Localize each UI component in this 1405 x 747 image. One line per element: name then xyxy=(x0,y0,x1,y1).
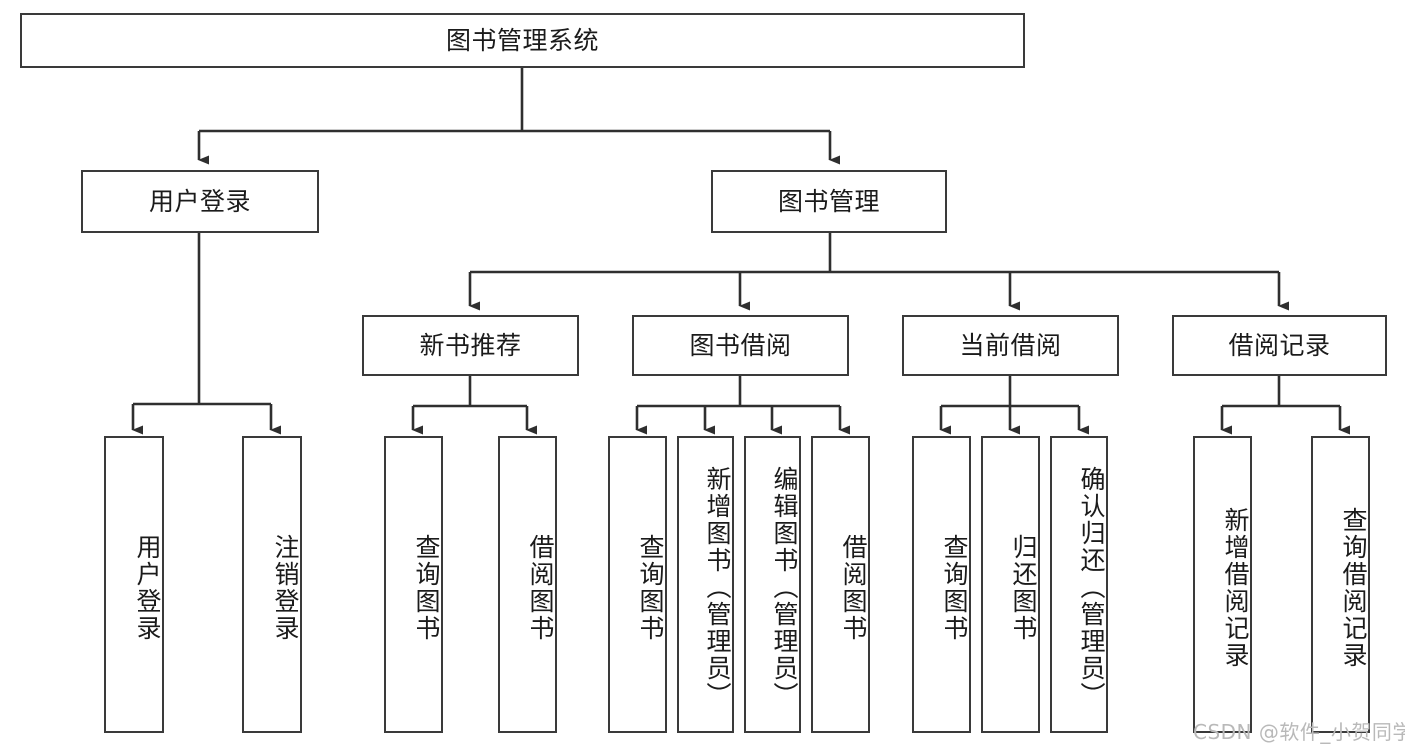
node-label: 查询图书 xyxy=(412,533,441,642)
leaf-current-borrow-query[interactable]: 查询图书 xyxy=(912,436,971,733)
leaf-user-login-login[interactable]: 用户登录 xyxy=(104,436,164,733)
node-label: 图书管理系统 xyxy=(445,25,599,55)
leaf-book-borrow-add[interactable]: 新增图书（管理员） xyxy=(677,436,734,733)
node-current-borrow[interactable]: 当前借阅 xyxy=(902,315,1119,376)
node-label: 图书借阅 xyxy=(689,330,792,360)
node-book-borrow[interactable]: 图书借阅 xyxy=(632,315,849,376)
node-label: 查询图书 xyxy=(940,533,969,642)
node-borrow-record[interactable]: 借阅记录 xyxy=(1172,315,1387,376)
node-label: 新书推荐 xyxy=(419,330,522,360)
node-label: 用户登录 xyxy=(148,186,251,216)
node-label: 新增图书（管理员） xyxy=(703,466,732,709)
node-user-login[interactable]: 用户登录 xyxy=(81,170,319,233)
node-root-book-management-system[interactable]: 图书管理系统 xyxy=(20,13,1025,68)
node-label: 图书管理 xyxy=(777,186,880,216)
leaf-borrow-record-add[interactable]: 新增借阅记录 xyxy=(1193,436,1252,733)
node-label: 确认归还（管理员） xyxy=(1077,466,1106,709)
node-label: 借阅图书 xyxy=(526,533,555,642)
leaf-current-borrow-confirm-return[interactable]: 确认归还（管理员） xyxy=(1050,436,1108,733)
node-label: 归还图书 xyxy=(1009,533,1038,642)
node-label: 查询借阅记录 xyxy=(1339,506,1368,669)
leaf-new-book-borrow[interactable]: 借阅图书 xyxy=(498,436,557,733)
node-label: 新增借阅记录 xyxy=(1221,506,1250,669)
node-label: 当前借阅 xyxy=(959,330,1062,360)
node-label: 用户登录 xyxy=(133,533,162,642)
leaf-book-borrow-edit[interactable]: 编辑图书（管理员） xyxy=(744,436,801,733)
node-label: 注销登录 xyxy=(271,533,300,642)
leaf-new-book-query[interactable]: 查询图书 xyxy=(384,436,443,733)
leaf-user-login-logout[interactable]: 注销登录 xyxy=(242,436,302,733)
node-label: 借阅记录 xyxy=(1228,330,1331,360)
node-label: 查询图书 xyxy=(636,533,665,642)
leaf-current-borrow-return[interactable]: 归还图书 xyxy=(981,436,1040,733)
leaf-book-borrow-borrow[interactable]: 借阅图书 xyxy=(811,436,870,733)
node-label: 编辑图书（管理员） xyxy=(770,466,799,709)
node-book-management[interactable]: 图书管理 xyxy=(711,170,947,233)
node-new-book-recommend[interactable]: 新书推荐 xyxy=(362,315,579,376)
leaf-borrow-record-query[interactable]: 查询借阅记录 xyxy=(1311,436,1370,733)
leaf-book-borrow-query[interactable]: 查询图书 xyxy=(608,436,667,733)
node-label: 借阅图书 xyxy=(839,533,868,642)
csdn-watermark: CSDN @软件_小贺同学 xyxy=(1193,720,1405,744)
